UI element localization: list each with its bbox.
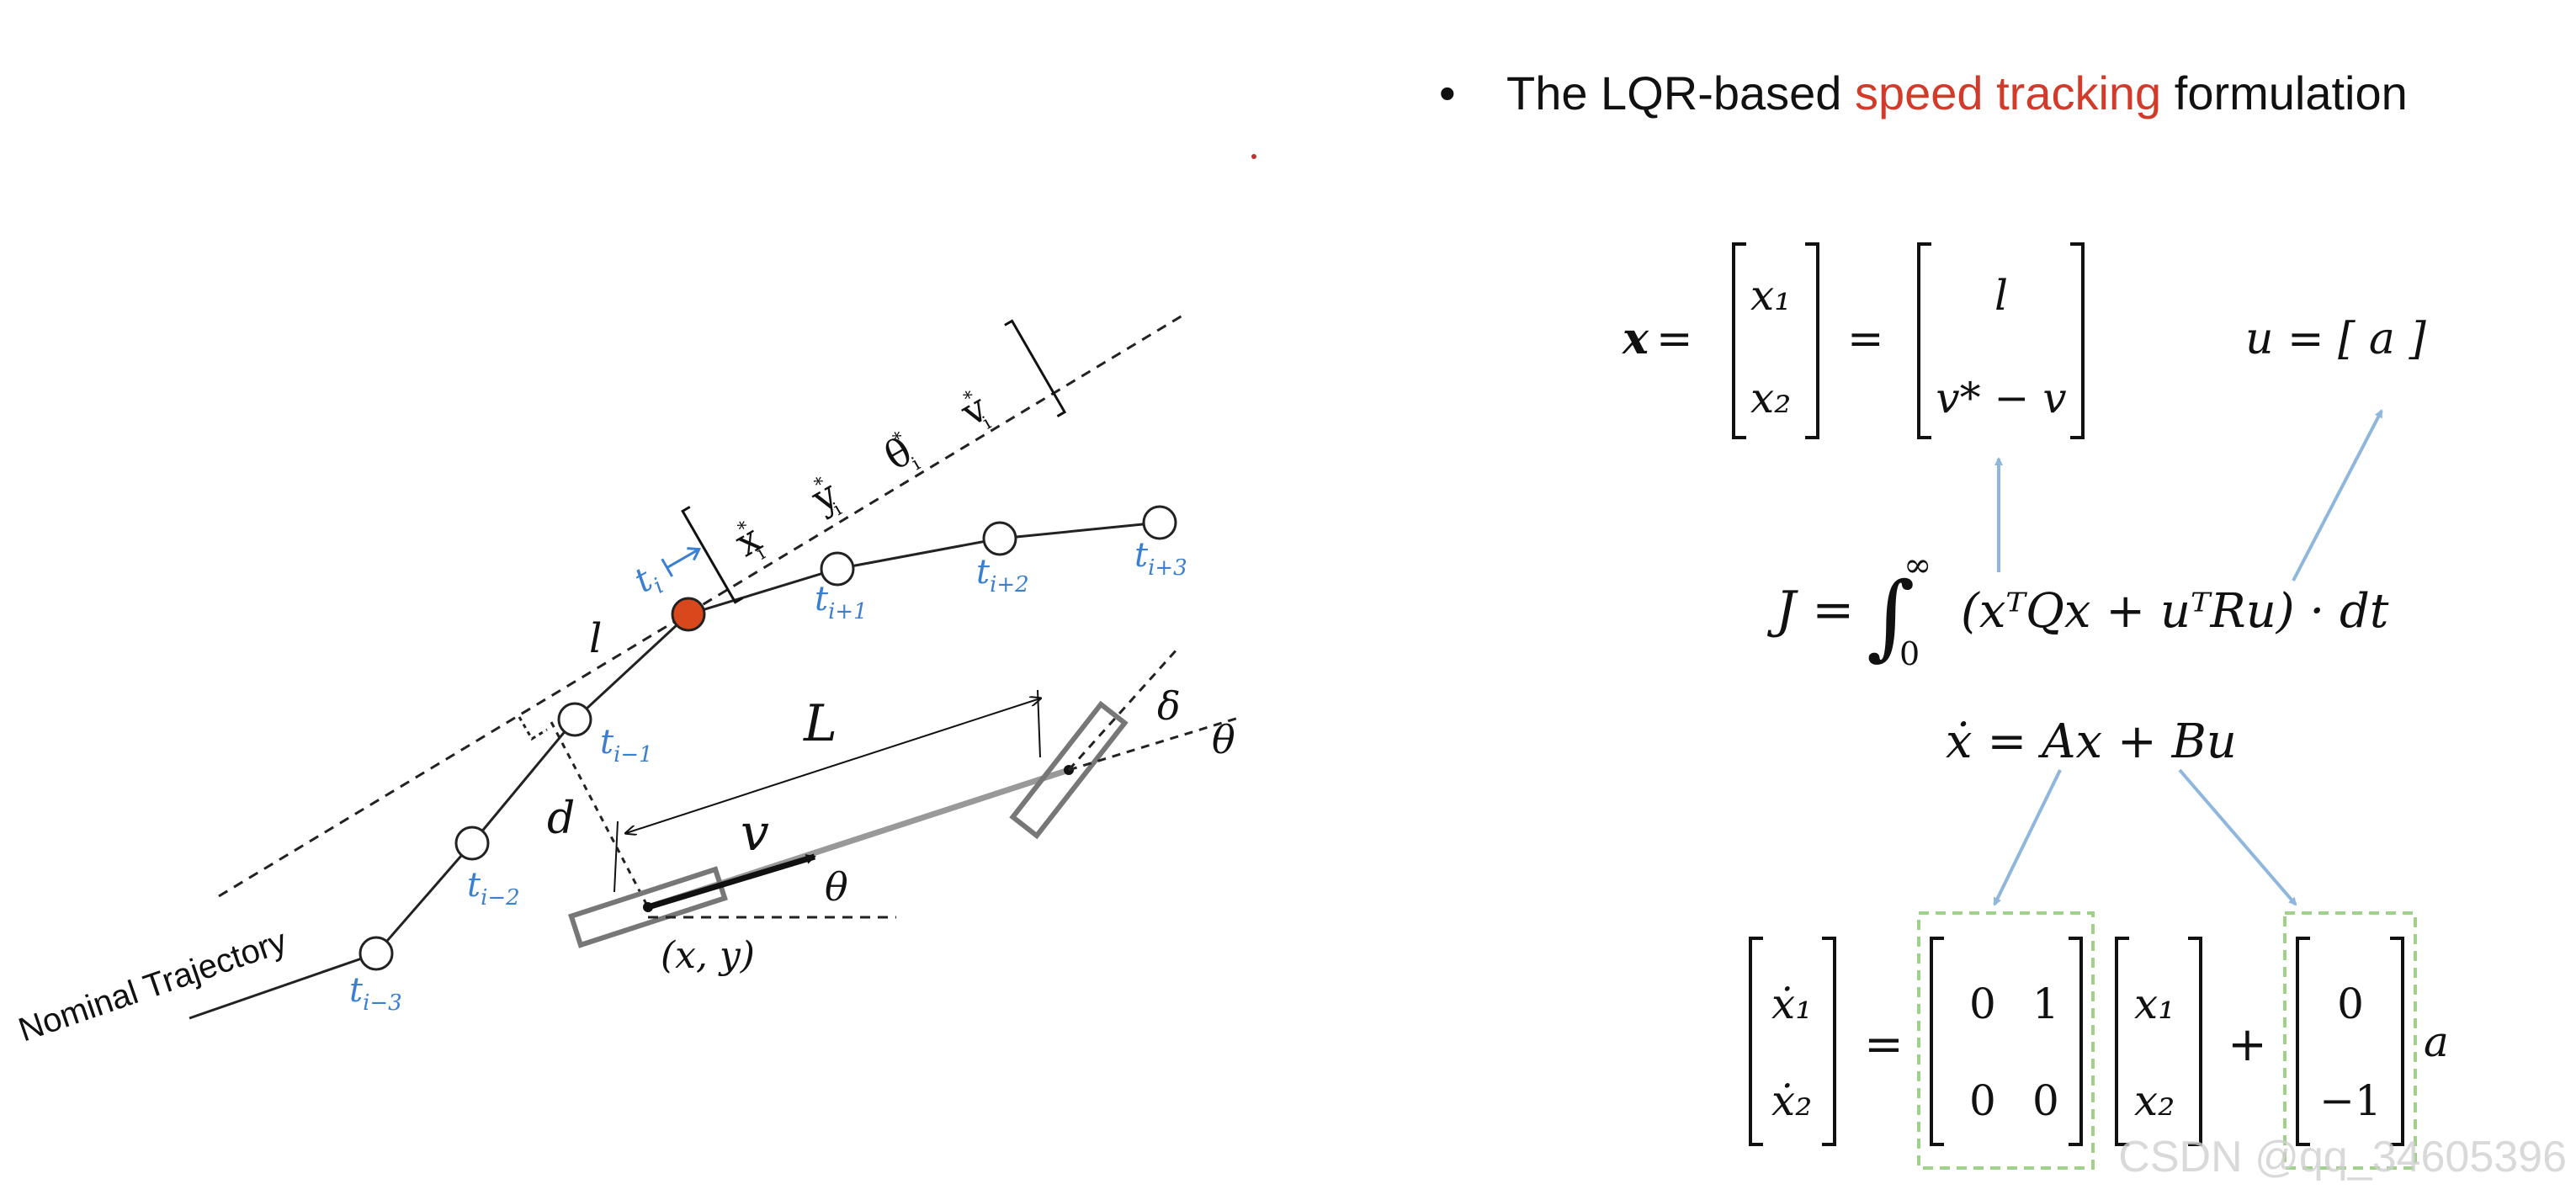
time-label-i: ti (628, 557, 668, 606)
state-equation: x = x₁ x₂ = l v* − v (1622, 242, 2085, 439)
B-matrix-box (2283, 911, 2417, 1170)
A-10: 0 (1969, 1076, 1996, 1125)
dynamics-equation: ẋ = Ax + Bu (1946, 714, 2237, 769)
time-label-i-3: ti−3 (349, 971, 402, 1016)
distance-label-d: d (547, 794, 575, 844)
trajectory-point (982, 521, 1017, 556)
trajectory-point (1142, 505, 1177, 540)
B-1: −1 (2319, 1076, 2382, 1125)
x-vec-1: x₁ (2134, 980, 2175, 1028)
trajectory-point (454, 826, 490, 861)
cost-integrand: (xᵀQx + uᵀRu) · dt (1961, 584, 2389, 639)
time-label-i+1: ti+1 (815, 580, 868, 624)
time-label-i+3: ti+3 (1134, 536, 1187, 581)
trajectory-point (359, 936, 394, 971)
state-eq-sign-1: = (1656, 314, 1693, 364)
reference-state-vector: x*i y*i θ*i v*i (681, 319, 1067, 604)
integral-upper: ∞ (1904, 546, 1931, 585)
time-label-i-1: ti−1 (600, 723, 653, 767)
A-00: 0 (1969, 980, 1996, 1028)
equations-panel: x = x₁ x₂ = l v* − v u = [ a ] J (1622, 242, 2449, 1170)
time-label-i+2: ti+2 (976, 553, 1029, 597)
x-vec-2: x₂ (2134, 1076, 2175, 1125)
L-extension-right (1037, 689, 1041, 758)
velocity-label-v: v (741, 804, 769, 863)
watermark: CSDN @qq_34605396 (2118, 1133, 2567, 1181)
matrix-eq-sign: = (1864, 1017, 1904, 1072)
state-x2: x₂ (1750, 374, 1791, 422)
matrix-equation: ẋ₁ ẋ₂ = 0 1 0 0 x₁ x₂ + (1749, 911, 2449, 1170)
velocity-arrow (646, 853, 816, 911)
heading-highlight: speed tracking (1854, 66, 2162, 119)
stray-red-dot (1251, 154, 1256, 159)
state-x-lhs: x (1622, 313, 1649, 364)
bullet-dot: • (1439, 66, 1456, 119)
heading-label-theta: θ (825, 864, 848, 910)
integral-sign: ∫ (1867, 562, 1915, 670)
heading-suffix: formulation (2161, 66, 2408, 119)
wheelbase-label-L: L (803, 694, 837, 753)
state-l: l (1994, 271, 2008, 320)
matrix-plus-sign: + (2228, 1017, 2267, 1072)
wheelbase-dimension (626, 698, 1040, 833)
vehicle-diagram: Nominal Trajectory ti−3 ti−2 ti−1 ti+1 t… (14, 154, 1256, 1049)
control-equation: u = [ a ] (2245, 314, 2426, 364)
input-a: a (2424, 1017, 2449, 1066)
tangent-dashed-line (218, 311, 1187, 898)
arrow-dynamics-to-A (1993, 769, 2062, 906)
trajectory-point (820, 551, 855, 587)
active-trajectory-point (671, 597, 706, 632)
ref-x: x*i (727, 515, 772, 571)
cost-equation: J = ∫ ∞ 0 (xᵀQx + uᵀRu) · dt (1766, 546, 2389, 672)
arrow-dynamics-to-B (2178, 768, 2297, 906)
front-heading-label-theta: θ (1212, 717, 1235, 762)
lhs-xdot1: ẋ₁ (1771, 980, 1812, 1028)
state-eq-sign-2: = (1847, 314, 1884, 364)
ref-y: y*i (803, 471, 848, 527)
steering-label-delta: δ (1157, 683, 1181, 729)
slide-heading: • The LQR-based speed tracking formulatio… (1439, 66, 2408, 120)
A-matrix-box (1917, 911, 2095, 1170)
lateral-label-l: l (589, 615, 602, 662)
right-angle-mark (518, 716, 548, 741)
state-speed-error: v* − v (1936, 374, 2066, 422)
L-extension-left (613, 820, 619, 893)
position-label-xy: (x, y) (661, 934, 755, 977)
heading-prefix: The LQR-based (1506, 66, 1855, 119)
ref-v: v*i (953, 385, 998, 440)
A-01: 1 (2032, 980, 2059, 1028)
trajectory-label: Nominal Trajectory (14, 922, 292, 1049)
arrow-cost-to-control (2292, 409, 2383, 581)
lhs-xdot2: ẋ₂ (1771, 1076, 1812, 1125)
steering-line (1067, 646, 1180, 772)
time-label-i-2: ti−2 (467, 866, 520, 911)
cost-J: J = (1766, 581, 1854, 640)
integral-lower: 0 (1899, 635, 1920, 672)
nominal-trajectory-line (189, 521, 1161, 1020)
state-x1: x₁ (1750, 271, 1791, 320)
B-0: 0 (2337, 980, 2364, 1028)
A-11: 0 (2032, 1076, 2059, 1125)
trajectory-point (557, 702, 592, 737)
